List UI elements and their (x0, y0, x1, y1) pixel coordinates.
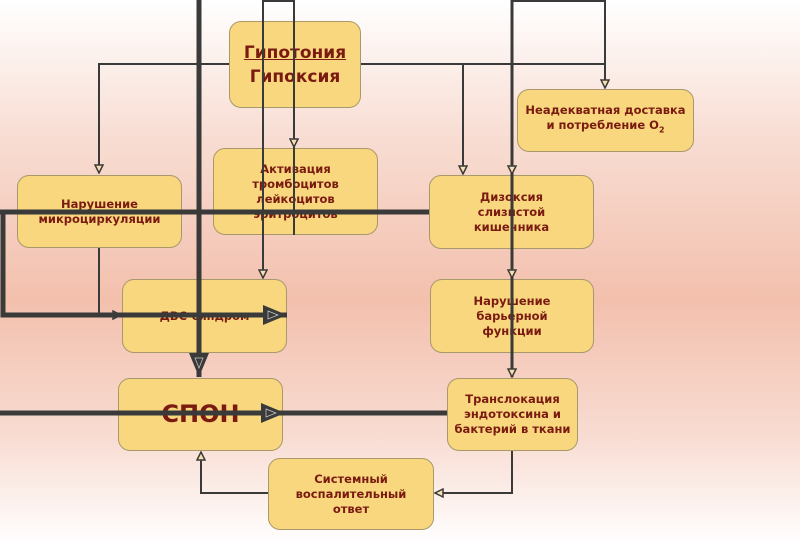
line: бактерий в ткани (454, 422, 571, 436)
node-o2-delivery: Неадекватная доставка и потребление O2 (517, 89, 694, 152)
connector-hypoxia-left (99, 63, 229, 173)
line: Активация (260, 161, 331, 176)
connector-hypoxia-right (361, 63, 605, 88)
node-translocation: Транслокация эндотоксина и бактерий в тк… (447, 378, 578, 451)
line: Системный (314, 471, 388, 486)
connector-sirs-to-mods (201, 452, 268, 494)
line: тромбоцитов (252, 176, 339, 191)
line: Транслокация (465, 392, 560, 406)
o2-line2: и потребление O2 (546, 118, 664, 137)
thick-loop-to-dic (0, 212, 287, 325)
o2-line1: Неадекватная доставка (525, 103, 686, 118)
line: Нарушение (61, 196, 138, 211)
o2-line2-text: и потребление O (546, 118, 659, 133)
node-activation: Активация тромбоцитов лейкоцитов эритроц… (213, 148, 378, 235)
connector-to-activation (263, 0, 294, 147)
line: воспалительный (295, 486, 407, 501)
line: ответ (332, 501, 370, 516)
line: лейкоцитов (256, 191, 335, 206)
line: микроциркуляции (38, 211, 161, 226)
node-sirs: Системный воспалительный ответ (268, 458, 434, 530)
o2-subscript: 2 (658, 125, 665, 135)
connector-micro-to-dic (98, 248, 121, 315)
connector-top-right (512, 0, 606, 64)
connector-transloc-to-sirs (435, 451, 513, 493)
line: эндотоксина и (464, 407, 561, 421)
